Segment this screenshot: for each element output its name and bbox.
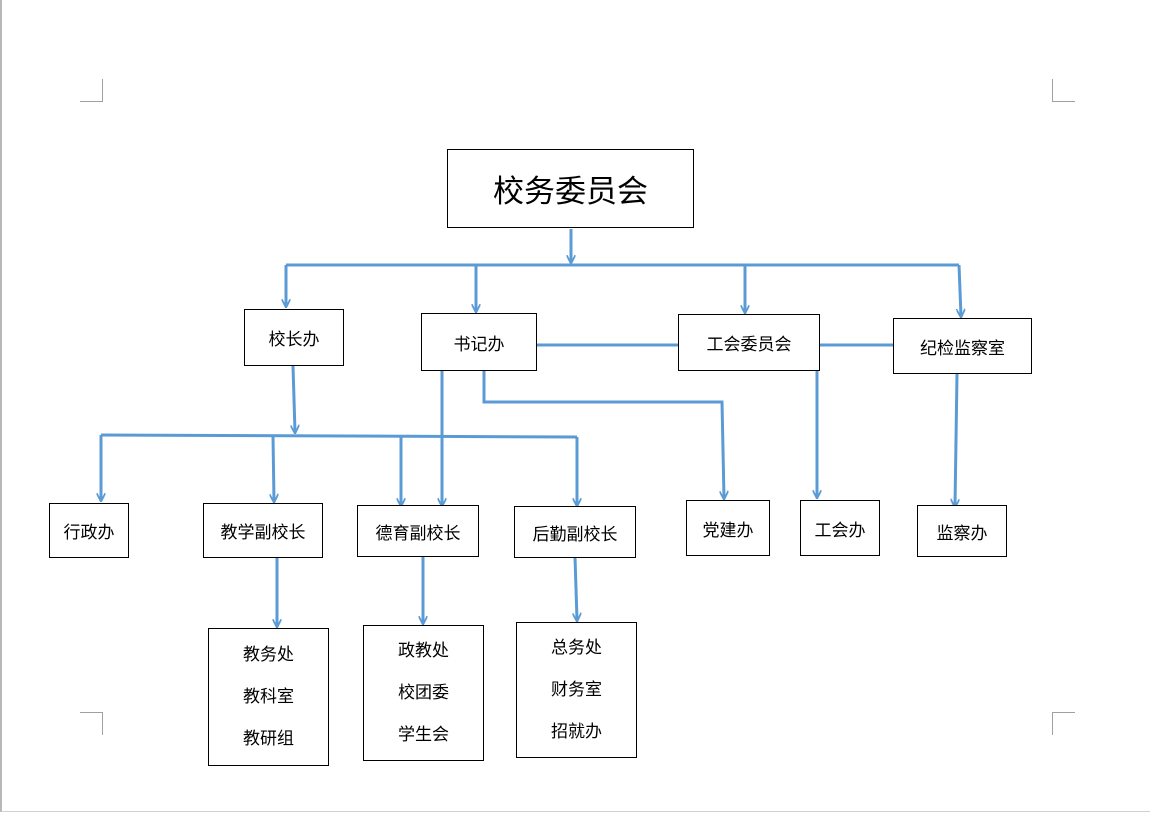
crop-mark-bottom-left: [80, 712, 103, 735]
arrow-secretary-party-office: [482, 371, 724, 498]
crop-mark-top-left: [80, 79, 103, 102]
crop-mark-bottom-right: [1052, 712, 1075, 735]
dept-academic-affairs: 教务处: [243, 645, 294, 665]
node-secretary-office: 书记办: [421, 313, 537, 371]
node-admin-office: 行政办: [49, 503, 129, 558]
arrow-to-teaching-vp: [273, 435, 274, 501]
crop-mark-top-right: [1052, 79, 1075, 102]
node-discipline-office: 纪检监察室: [893, 318, 1032, 374]
arrow-to-discipline-office: [959, 264, 961, 316]
dept-youth-league: 校团委: [398, 683, 449, 703]
dept-student-union: 学生会: [398, 725, 449, 745]
node-logistics-vp: 后勤副校长: [514, 506, 636, 558]
dept-finance-office: 财务室: [551, 680, 602, 700]
dept-research-office: 教科室: [243, 687, 294, 707]
node-school-council: 校务委员会: [447, 149, 694, 228]
node-teaching-departments: 教务处 教科室 教研组: [208, 628, 329, 766]
node-union-office: 工会办: [800, 500, 880, 556]
dept-general-affairs: 总务处: [551, 638, 602, 658]
node-supervision-office: 监察办: [917, 505, 1007, 557]
node-principal-office: 校长办: [244, 309, 344, 366]
arrow-supervision-office: [955, 373, 957, 506]
dept-teaching-group: 教研组: [243, 729, 294, 749]
bus-level3: [100, 433, 578, 439]
dept-enrollment-office: 招就办: [551, 722, 602, 742]
node-teaching-vp: 教学副校长: [203, 503, 323, 558]
node-union-committee: 工会委员会: [678, 314, 820, 371]
node-moral-departments: 政教处 校团委 学生会: [363, 625, 484, 761]
node-moral-vp: 德育副校长: [357, 505, 479, 557]
arrow-logistics-depts: [575, 556, 577, 620]
arrow-principal-bus: [293, 365, 295, 432]
dept-political-education: 政教处: [398, 641, 449, 661]
node-party-office: 党建办: [686, 500, 770, 556]
node-logistics-departments: 总务处 财务室 招就办: [516, 622, 637, 758]
